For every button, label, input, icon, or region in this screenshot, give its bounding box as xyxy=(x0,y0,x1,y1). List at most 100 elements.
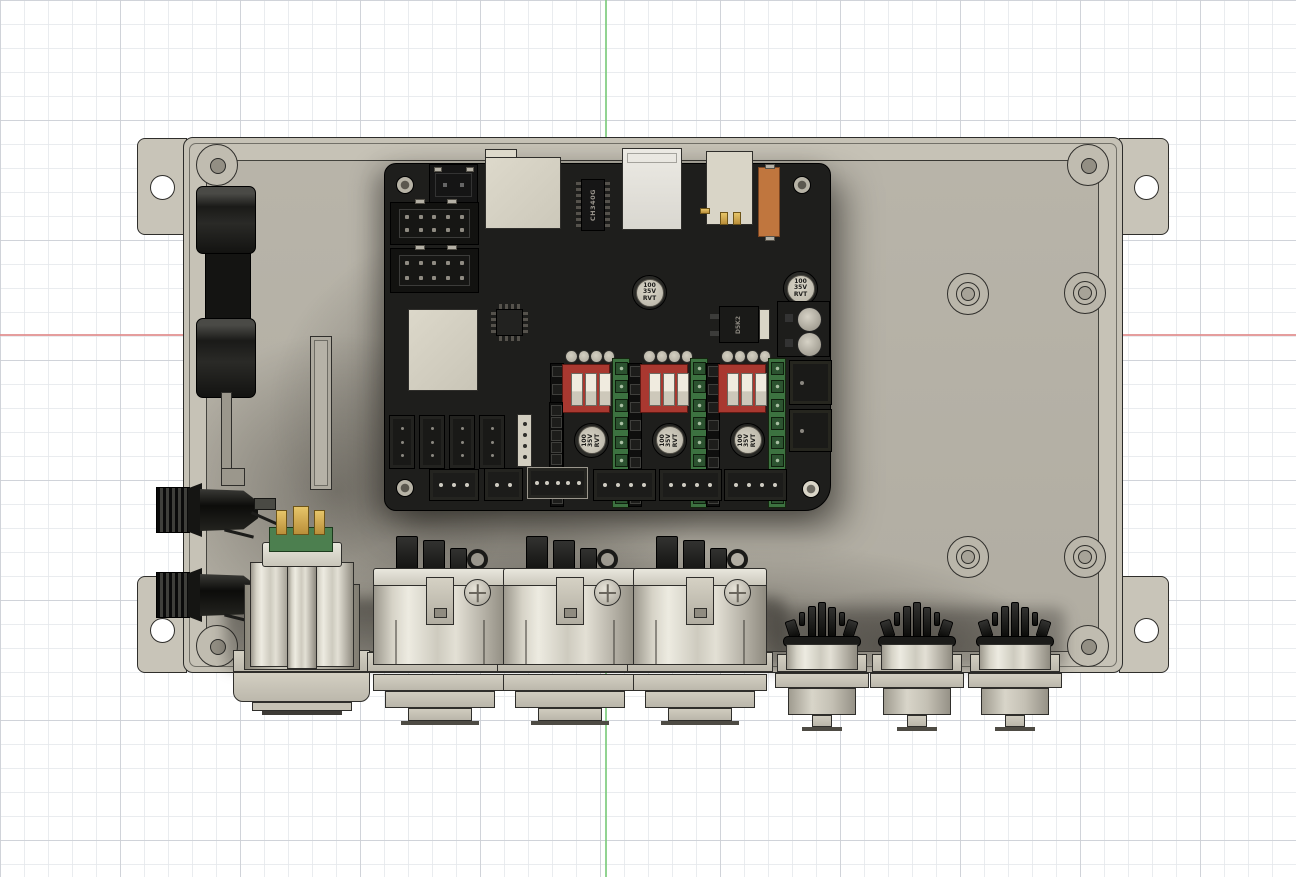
aviation-connector-2[interactable] xyxy=(870,600,964,731)
dc-power-jack[interactable] xyxy=(700,151,753,225)
vertical-connector[interactable] xyxy=(449,415,475,469)
jst-connector-4pin[interactable] xyxy=(593,469,656,501)
xlr-connector-1[interactable] xyxy=(367,528,513,728)
hook-bracket[interactable] xyxy=(221,392,232,476)
mounting-tab-top-right[interactable] xyxy=(1119,138,1169,235)
jst-connector-3pin[interactable] xyxy=(429,469,479,501)
standoff-boss[interactable] xyxy=(947,273,989,315)
relay-block[interactable] xyxy=(485,157,561,229)
tab-hole xyxy=(150,618,175,643)
jpin-0 xyxy=(669,483,673,487)
standoff-boss[interactable] xyxy=(1064,536,1106,578)
jst-connector-4pin[interactable] xyxy=(724,469,787,501)
mounting-tab-top-left[interactable] xyxy=(137,138,187,235)
bcell-5 xyxy=(629,456,641,468)
pinc-1 xyxy=(577,350,590,363)
gcell-2 xyxy=(615,398,628,412)
usb-port[interactable] xyxy=(622,148,682,230)
vpin-0 xyxy=(490,426,494,430)
mounting-tab-bottom-right[interactable] xyxy=(1119,576,1169,673)
power-connector-tower xyxy=(250,562,292,667)
terminal-2pin[interactable] xyxy=(429,164,478,204)
standoff-boss[interactable] xyxy=(1064,272,1106,314)
corner-boss-top-right[interactable] xyxy=(1067,144,1109,186)
aviation-connector-1[interactable] xyxy=(775,600,869,731)
pinc-3 xyxy=(602,350,615,363)
mosfet-label: D5K2 xyxy=(735,315,742,334)
edge-connector[interactable] xyxy=(789,409,832,452)
corner-boss-top-left[interactable] xyxy=(196,144,238,186)
pinc-2 xyxy=(668,350,681,363)
pcb-mount-hole xyxy=(396,176,414,194)
mosfet[interactable]: D5K2 xyxy=(710,306,770,343)
standoff-boss[interactable] xyxy=(947,536,989,578)
bcell-5 xyxy=(707,456,719,468)
pinc-0 xyxy=(565,350,578,363)
jpin-1 xyxy=(616,483,620,487)
jst-connector-2pin[interactable] xyxy=(484,468,523,501)
audio-jack-1[interactable] xyxy=(150,480,290,550)
gcell-0 xyxy=(771,362,784,375)
pdot-3 xyxy=(446,261,451,266)
idc-header-1[interactable] xyxy=(390,199,479,245)
connector-foot xyxy=(897,727,937,731)
jpin-0 xyxy=(603,483,607,487)
gcell-5 xyxy=(771,454,784,468)
dip-switch-module[interactable] xyxy=(640,364,689,413)
gcell-4 xyxy=(693,435,706,449)
cable-clamp-lower[interactable] xyxy=(196,318,256,398)
xlr-stem xyxy=(538,708,602,721)
fuse[interactable] xyxy=(758,164,780,241)
xlr-screw xyxy=(464,579,491,606)
screw-terminal[interactable] xyxy=(777,301,830,357)
idc-header-2[interactable] xyxy=(390,245,479,293)
jst-connector-5pin[interactable] xyxy=(527,467,588,499)
pin-strip-white[interactable] xyxy=(517,414,532,467)
module-block[interactable] xyxy=(408,309,478,391)
connector-stem xyxy=(812,715,832,727)
connector-body xyxy=(883,688,951,715)
pin-header-row[interactable] xyxy=(643,350,693,364)
qfp-ic[interactable] xyxy=(491,304,528,341)
slot-cutout[interactable] xyxy=(310,336,332,490)
cable-clamp-assembly[interactable] xyxy=(196,186,258,398)
xlr-plate xyxy=(373,674,507,691)
vertical-connector[interactable] xyxy=(389,415,415,469)
boss-hole xyxy=(210,639,226,655)
power-connector[interactable] xyxy=(230,505,375,720)
pin-header-row[interactable] xyxy=(721,350,771,364)
jpin-3 xyxy=(566,481,570,485)
jst-connector-4pin[interactable] xyxy=(659,469,722,501)
dip-switch-module[interactable] xyxy=(718,364,767,413)
pdot-1 xyxy=(418,261,423,266)
edge-connector[interactable] xyxy=(789,360,832,405)
jpin-0 xyxy=(439,483,443,487)
bcell-2 xyxy=(629,402,641,414)
vpin-2 xyxy=(430,454,434,458)
xlr-connector-3[interactable] xyxy=(627,528,773,728)
pin-header-row[interactable] xyxy=(565,350,615,364)
xlr-connector-2[interactable] xyxy=(497,528,643,728)
xlr-block xyxy=(515,691,625,708)
jpin-0 xyxy=(734,483,738,487)
aviation-connector-3[interactable] xyxy=(968,600,1062,731)
corner-boss-bottom-right[interactable] xyxy=(1067,625,1109,667)
dip-switch-module[interactable] xyxy=(562,364,611,413)
bcell-4 xyxy=(707,438,719,450)
power-pin xyxy=(314,510,325,535)
vertical-connector[interactable] xyxy=(479,415,505,469)
pdot-2 xyxy=(432,261,437,266)
gcell-5 xyxy=(615,454,628,468)
vertical-connector[interactable] xyxy=(419,415,445,469)
usb-uart-ic[interactable]: CH340G xyxy=(576,176,610,234)
cable-clamp-upper[interactable] xyxy=(196,186,256,254)
pdot-3 xyxy=(446,214,451,219)
xlr-block xyxy=(385,691,495,708)
